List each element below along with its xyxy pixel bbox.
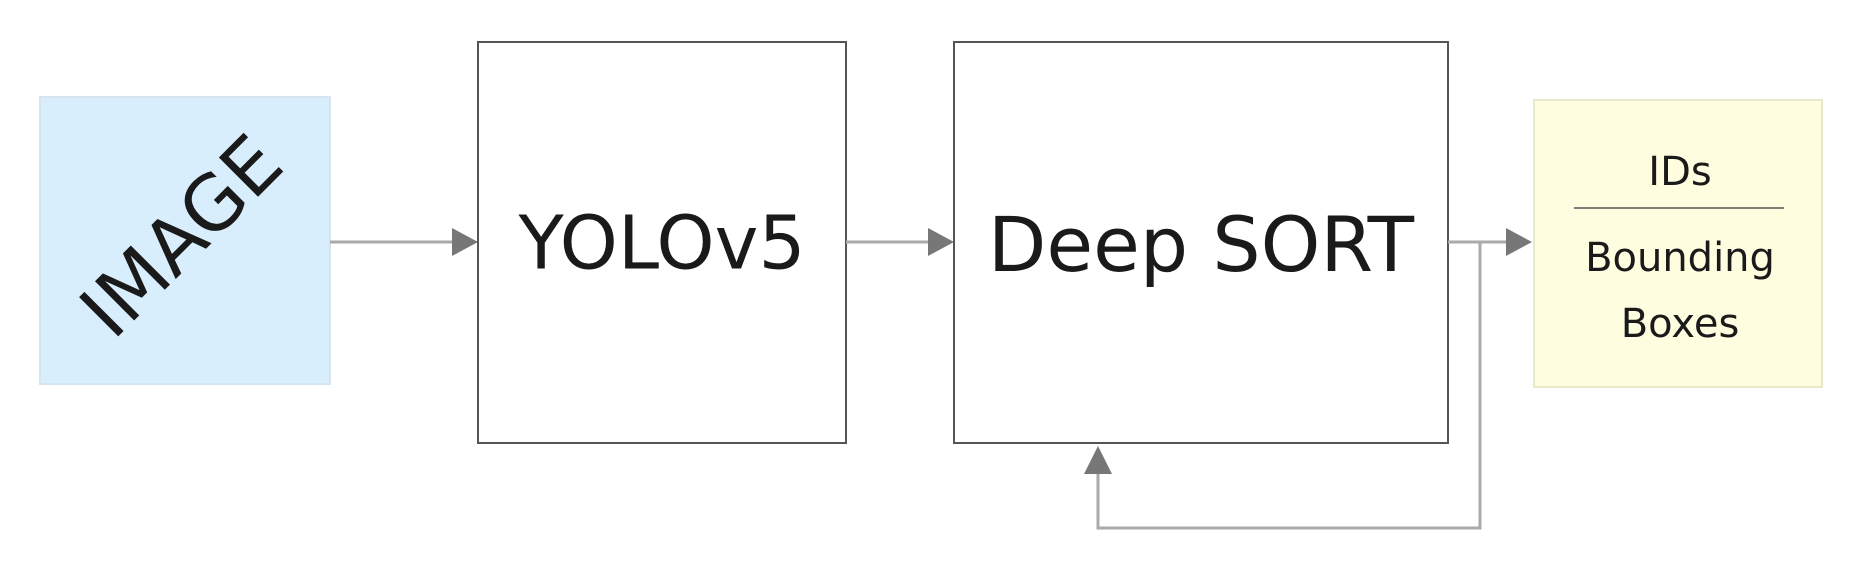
bounding-label: Bounding bbox=[1585, 235, 1775, 281]
deepsort-block-box bbox=[953, 41, 1449, 444]
deepsort-label: Deep SORT bbox=[988, 200, 1415, 289]
output-block-box bbox=[1533, 99, 1823, 388]
arrow-deepsort-to-output bbox=[1448, 228, 1532, 256]
yolov5-label: YOLOv5 bbox=[517, 201, 805, 287]
feedback-loop-arrow bbox=[1084, 242, 1482, 530]
arrow-yolo-to-deepsort bbox=[846, 228, 954, 256]
deepsort-block: Deep SORT bbox=[953, 41, 1449, 444]
yolov5-block-box bbox=[477, 41, 847, 444]
ids-label: IDs bbox=[1648, 149, 1711, 195]
image-block-box bbox=[39, 96, 331, 385]
output-block: IDs Bounding Boxes bbox=[1533, 99, 1823, 388]
boxes-label: Boxes bbox=[1621, 301, 1740, 347]
arrow-image-to-yolo bbox=[330, 228, 478, 256]
image-block: IMAGE bbox=[39, 96, 331, 385]
yolov5-block: YOLOv5 bbox=[477, 41, 847, 444]
